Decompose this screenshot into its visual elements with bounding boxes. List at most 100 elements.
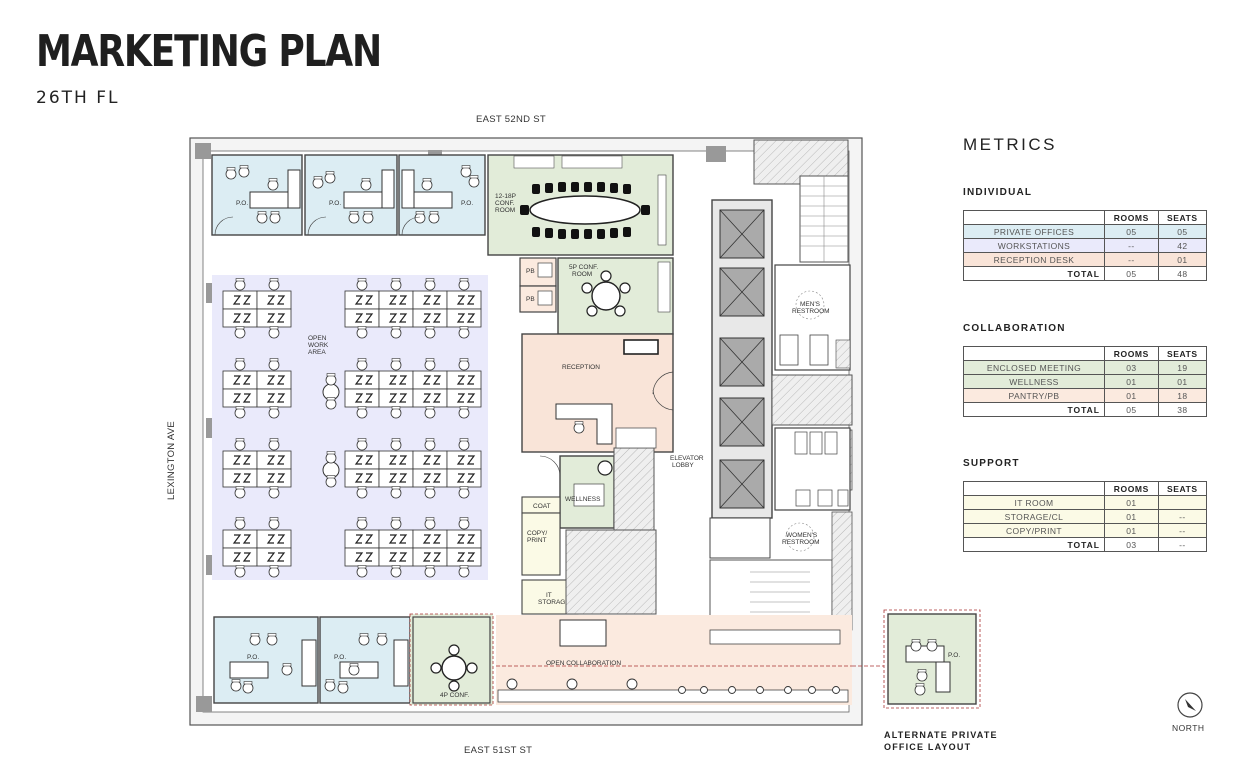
open-collaboration: OPEN COLLABORATION [496,615,852,705]
table-row: RECEPTION DESK--01 [963,252,1208,267]
phone-booths: PB PB [519,257,557,313]
collaboration-title: COLLABORATION [963,323,1066,334]
table-cell: ENCLOSED MEETING [963,360,1105,375]
table-cell: -- [1104,252,1159,267]
table-cell: -- [1104,238,1159,253]
table-cell: 01 [1104,495,1159,510]
po-label: P.O. [948,652,960,659]
table-cell: 42 [1157,238,1208,253]
table-cell: PRIVATE OFFICES [963,224,1105,239]
conference-room-4: 4P CONF. [409,613,494,706]
it-storage-label-2: STORAGE [538,599,570,606]
street-south: EAST 51ST ST [464,745,532,756]
po-label: P.O. [461,200,473,207]
table-cell: 05 [1104,224,1159,239]
table-cell: PANTRY/PB [963,388,1105,403]
table-cell: TOTAL [963,266,1105,281]
open-work-label-3: AREA [308,349,326,356]
col-rooms: ROOMS [1104,346,1159,361]
conf-5-label-2: ROOM [572,271,592,278]
open-work-label-1: OPEN [308,335,327,342]
support-title: SUPPORT [963,458,1020,469]
table-cell: 38 [1157,402,1208,417]
col-seats: SEATS [1157,481,1208,496]
conf-12-label-1: 12-18P [495,193,516,200]
po-label: P.O. [334,654,346,661]
table-cell: 01 [1104,523,1159,538]
col-rooms: ROOMS [1104,481,1159,496]
table-cell: -- [1157,537,1208,552]
conf-4-label: 4P CONF. [440,692,469,699]
po-label: P.O. [236,200,248,207]
table-cell: 05 [1104,402,1159,417]
table-cell: TOTAL [963,402,1105,417]
table-header-cell [963,481,1105,496]
table-cell: RECEPTION DESK [963,252,1105,267]
table-cell: 01 [1104,374,1159,389]
table-cell: IT ROOM [963,495,1105,510]
table-cell: TOTAL [963,537,1105,552]
elevator-lobby-label-2: LOBBY [672,462,694,469]
table-cell: 05 [1157,224,1208,239]
table-row: WORKSTATIONS--42 [963,238,1208,253]
col-rooms: ROOMS [1104,210,1159,225]
metrics-title: METRICS [963,135,1057,154]
wellness-label: WELLNESS [565,496,601,503]
table-cell: 05 [1104,266,1159,281]
open-collab-label: OPEN COLLABORATION [546,660,621,667]
mens-label-2: RESTROOM [792,308,830,315]
pb-label: PB [526,268,535,275]
coat-label: COAT [533,503,551,510]
street-north: EAST 52ND ST [476,114,546,125]
womens-label-1: WOMEN'S [786,532,818,539]
table-cell: 48 [1157,266,1208,281]
table-cell: 03 [1104,360,1159,375]
conf-12-label-2: CONF. [495,200,515,207]
table-header-cell [963,210,1105,225]
table-cell: WELLNESS [963,374,1105,389]
womens-label-2: RESTROOM [782,539,820,546]
table-cell: 18 [1157,388,1208,403]
table-cell: -- [1157,523,1208,538]
col-seats: SEATS [1157,210,1208,225]
it-storage-label-1: IT [546,592,552,599]
alternate-layout-label: ALTERNATE PRIVATE OFFICE LAYOUT [884,730,998,752]
table-cell: 01 [1157,374,1208,389]
table-cell: WORKSTATIONS [963,238,1105,253]
mens-label-1: MEN'S [800,301,821,308]
po-label: P.O. [247,654,259,661]
table-cell: 19 [1157,360,1208,375]
north-arrow-icon [1177,692,1203,718]
elevator-lobby-label-1: ELEVATOR [670,455,704,462]
col-seats: SEATS [1157,346,1208,361]
table-cell: 03 [1104,537,1159,552]
alternate-office: P.O. [852,609,981,709]
floor-subtitle: 26TH FL [36,88,120,108]
building-core: ELEVATOR LOBBY [565,139,853,645]
individual-title: INDIVIDUAL [963,187,1033,198]
open-work-area: OPEN WORK AREA [212,275,488,580]
page-title: MARKETING PLAN [36,26,382,77]
po-label: P.O. [329,200,341,207]
conf-12-label-3: ROOM [495,207,515,214]
table-cell: 01 [1157,252,1208,267]
bottom-private-offices: P.O. P.O. [213,616,411,704]
support-rooms: WELLNESS COAT COPY/ PRINT IT STORAGE [521,455,615,615]
conference-room-12: 12-18P CONF. ROOM [487,154,674,256]
